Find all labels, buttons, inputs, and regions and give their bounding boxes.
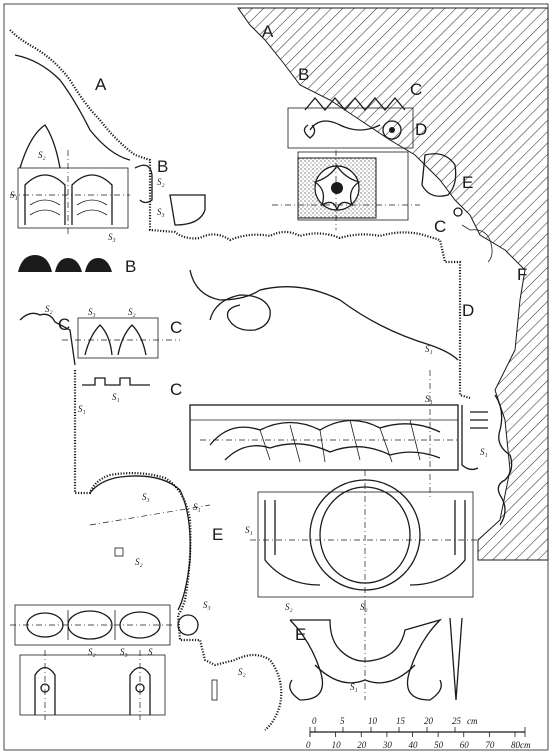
- detail-C-left: S₂ S₃ S₂ S₁ S₁: [19, 304, 180, 414]
- detail-C-ornament: [287, 96, 414, 149]
- acanthus-frieze: S₁ S₁: [189, 344, 460, 500]
- label-C-top: C: [410, 80, 422, 99]
- scale-bar: 0 5 10 15 20 25 cm 0 10 20 30 40 50 60 70 80cm: [306, 716, 531, 750]
- svg-text:S₁: S₁: [193, 502, 201, 512]
- scale-unit-label: cm: [467, 716, 478, 726]
- label-D-main: D: [462, 301, 474, 320]
- scale-lower-label: 70: [485, 740, 495, 750]
- scale-lower-label: 30: [382, 740, 393, 750]
- scale-lower-label: 60: [460, 740, 470, 750]
- rosette-panel: [272, 150, 420, 230]
- detail-B-strip: [18, 255, 112, 272]
- label-E-right: E: [462, 173, 473, 192]
- svg-text:S₃: S₃: [142, 492, 150, 502]
- profile-B-small: [134, 164, 206, 226]
- svg-text:S₁: S₁: [480, 447, 488, 457]
- right-capital: [494, 394, 513, 526]
- scale-lower-label: 80cm: [511, 740, 531, 750]
- scale-upper-label: 5: [340, 716, 345, 726]
- svg-text:S₃: S₃: [108, 232, 116, 242]
- svg-text:S₂: S₂: [128, 307, 136, 317]
- egg-capital-E: S₁ S₂ S₂: [245, 470, 480, 612]
- svg-text:S₂: S₂: [360, 602, 368, 612]
- label-F: F: [517, 265, 527, 284]
- svg-text:S₁: S₁: [425, 394, 433, 404]
- label-C-mid: C: [434, 217, 446, 236]
- detail-B-arches: S₂ S₁ S₃: [10, 124, 130, 242]
- label-A-right: A: [262, 22, 274, 41]
- svg-text:S₂: S₂: [38, 150, 46, 160]
- scale-lower-label: 50: [434, 740, 444, 750]
- scale-lower-label: 10: [332, 740, 342, 750]
- scale-upper-label: 0: [312, 716, 317, 726]
- small-circle-s3: [177, 614, 199, 636]
- svg-text:S₂: S₂: [157, 177, 165, 187]
- svg-text:S₂: S₂: [88, 647, 96, 657]
- label-E-bottom: E: [295, 625, 306, 644]
- label-B-strip: B: [125, 257, 136, 276]
- svg-text:S₁: S₁: [245, 525, 253, 535]
- svg-text:S₃: S₃: [120, 647, 128, 657]
- scale-upper-label: 10: [368, 716, 378, 726]
- svg-text:S₂: S₂: [285, 602, 293, 612]
- label-E-mid: E: [212, 525, 223, 544]
- label-C-left: C: [58, 315, 70, 334]
- svg-text:S₃: S₃: [88, 307, 96, 317]
- label-A-left: A: [95, 75, 107, 94]
- label-C-left3: C: [170, 380, 182, 399]
- main-profile-outline: [9, 29, 471, 400]
- scale-upper-label: 15: [396, 716, 406, 726]
- scale-lower-label: 20: [357, 740, 367, 750]
- label-C-left2: C: [170, 318, 182, 337]
- anchor-plan-E: S₁: [289, 605, 463, 701]
- scale-upper-label: 20: [424, 716, 434, 726]
- svg-text:S₁: S₁: [112, 392, 120, 402]
- scale-lower-label: 0: [306, 740, 311, 750]
- svg-text:S₂: S₂: [45, 304, 53, 314]
- profile-E-right: [421, 153, 457, 197]
- modillion-D-scroll: [189, 269, 459, 361]
- svg-text:S₂: S₂: [135, 557, 143, 567]
- svg-text:S₁: S₁: [78, 404, 86, 414]
- cyma-A-curve: [14, 54, 131, 161]
- modillion-D-inner: [209, 294, 271, 331]
- left-vertical-outline: [73, 370, 283, 731]
- svg-text:S₂: S₂: [238, 667, 246, 677]
- profile-E-bulb: S₃ S₁ S₂: [89, 475, 211, 611]
- svg-text:S₃: S₃: [203, 600, 211, 610]
- hatched-wall: [237, 7, 549, 561]
- svg-text:S₁: S₁: [425, 344, 433, 354]
- svg-text:S₃: S₃: [157, 207, 165, 217]
- scale-upper-label: 25: [452, 716, 462, 726]
- label-B-top: B: [157, 157, 168, 176]
- scale-lower-label: 40: [409, 740, 419, 750]
- small-profile-S1: [461, 405, 488, 471]
- svg-text:S₁: S₁: [10, 190, 18, 200]
- svg-text:S: S: [148, 647, 153, 657]
- label-B-right: B: [298, 65, 309, 84]
- label-D-top: D: [415, 120, 427, 139]
- svg-text:S₁: S₁: [350, 682, 358, 692]
- bead-reel-detail: S₂ S₃ S: [10, 604, 175, 720]
